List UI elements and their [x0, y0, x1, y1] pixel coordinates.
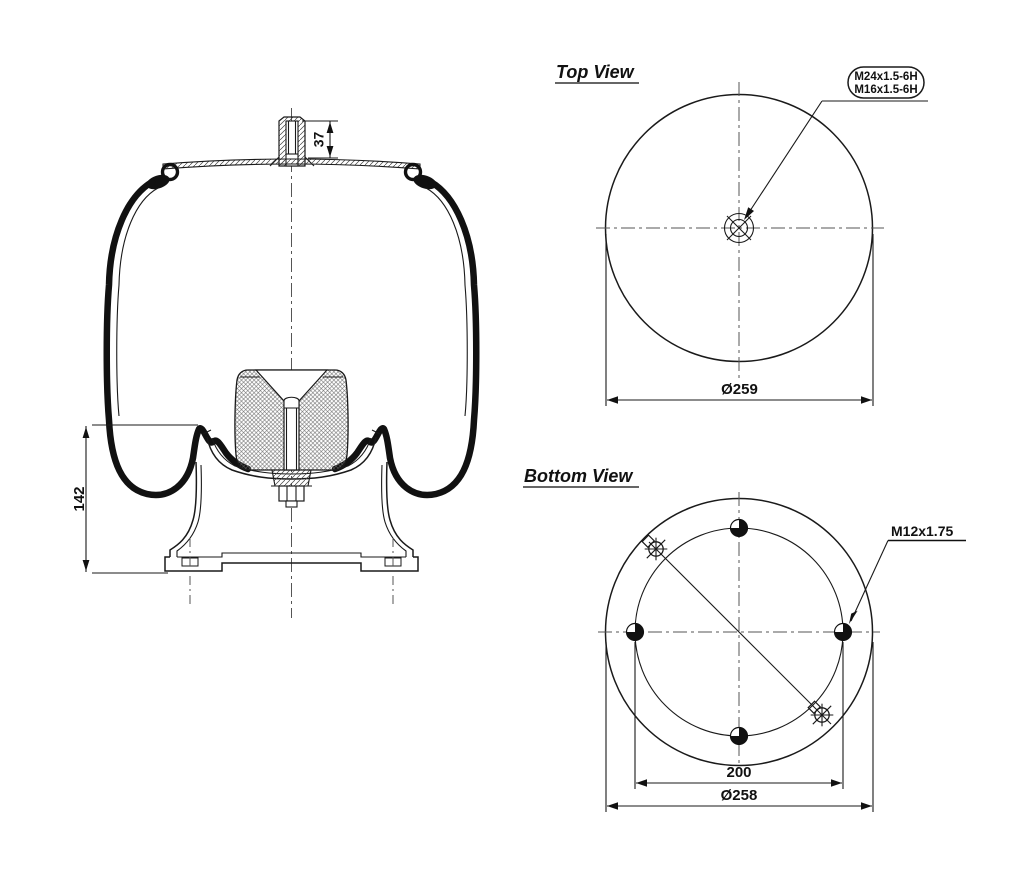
arrowhead	[861, 396, 872, 404]
arrowhead	[326, 146, 334, 157]
top-diameter-dimension: Ø259	[605, 234, 874, 406]
bolt-circle-dimension: 200	[634, 642, 844, 789]
dim-259-label: Ø259	[721, 381, 758, 398]
side-section-view: 37 142	[71, 108, 480, 618]
stud-height-dimension: 37	[302, 120, 338, 159]
arrowhead	[831, 779, 842, 787]
bolt-holes	[625, 518, 853, 746]
piston-pedestal	[164, 461, 419, 608]
bottom-diameter-dimension: Ø258	[605, 642, 874, 812]
arrowhead	[82, 560, 90, 571]
top-plate	[146, 158, 437, 190]
dim-258-label: Ø258	[721, 787, 758, 804]
bolt-hole-target-icon	[833, 622, 853, 642]
center-bolt-assembly	[271, 469, 312, 508]
m12-thread-callout: M12x1.75	[849, 523, 966, 624]
overall-height-dimension: 142	[71, 424, 198, 574]
hex-nut	[278, 485, 305, 502]
bolt-hole-target-icon	[729, 726, 749, 746]
dim-142-label: 142	[71, 486, 88, 511]
arrowhead	[849, 610, 858, 624]
bolt-hole-target-icon	[625, 622, 645, 642]
bottom-view: Bottom View	[523, 466, 966, 812]
air-fitting-port-icon	[641, 534, 668, 561]
arrowhead	[744, 207, 754, 220]
thread-callout-bubble	[847, 66, 925, 99]
plate-curl-left	[160, 162, 180, 182]
arrowhead	[82, 427, 90, 438]
callout-thread-1: M24x1.5-6H	[854, 71, 917, 83]
arrowhead	[607, 396, 618, 404]
plate-curl-right	[403, 162, 423, 182]
callout-thread-2: M16x1.5-6H	[854, 84, 917, 96]
air-fitting-port-icon	[807, 700, 834, 727]
top-view: Top View M24x1.5-6H M16x1.5-6H	[555, 62, 928, 406]
rubber-bumper	[234, 369, 349, 471]
arrowhead	[861, 802, 872, 810]
bottom-view-title: Bottom View	[524, 466, 633, 486]
bolt-hole-target-icon	[729, 518, 749, 538]
center-mark-icon	[723, 212, 755, 244]
dim-200-label: 200	[726, 764, 751, 781]
bolt-tip	[285, 500, 298, 508]
dim-37-label: 37	[311, 132, 327, 148]
bellows-outline	[103, 178, 480, 499]
top-view-title: Top View	[556, 62, 635, 82]
thread-callout: M24x1.5-6H M16x1.5-6H	[744, 66, 928, 220]
diagonal-section-line	[648, 541, 832, 725]
m12-thread-label: M12x1.75	[891, 523, 953, 539]
arrowhead	[607, 802, 618, 810]
arrowhead	[636, 779, 647, 787]
arrowhead	[326, 122, 334, 133]
